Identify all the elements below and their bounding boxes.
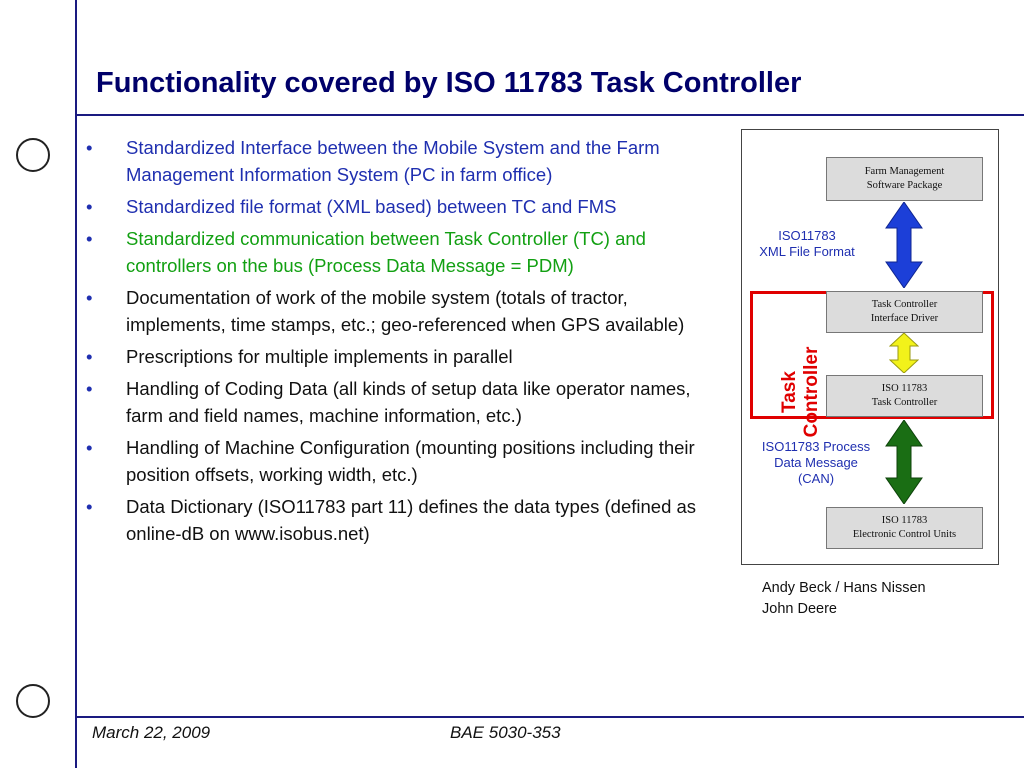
xml-file-format-label: ISO11783 XML File Format: [748, 228, 866, 260]
bullet-item: • Prescriptions for multiple implements i…: [86, 343, 716, 370]
label-line: Task: [779, 371, 800, 413]
bullet-dot-icon: •: [86, 228, 93, 249]
farm-management-box: Farm Management Software Package: [826, 157, 983, 201]
process-data-message-label: ISO11783 Process Data Message (CAN): [746, 439, 886, 487]
bullet-text: Standardized communication between Task …: [126, 228, 646, 276]
task-controller-label: Task Controller: [779, 337, 823, 447]
label-line: Data Message: [774, 455, 858, 470]
label-line: ISO11783 Process: [761, 439, 871, 454]
bullet-item: • Standardized communication between Task…: [86, 225, 716, 279]
bullet-item: • Standardized Interface between the Mobi…: [86, 134, 716, 188]
bullet-text: Handling of Coding Data (all kinds of se…: [126, 378, 691, 426]
bullet-text: Standardized file format (XML based) bet…: [126, 196, 617, 217]
label-line: Controller: [801, 346, 822, 438]
bullet-dot-icon: •: [86, 496, 93, 517]
bullet-item: • Documentation of work of the mobile sys…: [86, 284, 716, 338]
box-line: Interface Driver: [870, 313, 939, 324]
bullet-dot-icon: •: [86, 287, 93, 308]
box-line: ISO 11783: [881, 383, 928, 394]
decorative-circle-bottom: [16, 684, 50, 718]
image-credits: Andy Beck / Hans Nissen John Deere: [762, 578, 926, 620]
bullet-list: • Standardized Interface between the Mobi…: [86, 134, 716, 552]
tc-interface-driver-box: Task Controller Interface Driver: [826, 291, 983, 333]
box-line: ISO 11783: [881, 515, 928, 526]
xml-double-arrow-icon: [885, 202, 923, 288]
bullet-dot-icon: •: [86, 378, 93, 399]
bullet-item: • Standardized file format (XML based) be…: [86, 193, 716, 220]
title-underline: [75, 114, 1024, 116]
driver-double-arrow-icon: [889, 333, 919, 373]
footer-course: BAE 5030-353: [450, 723, 561, 742]
bullet-item: • Handling of Coding Data (all kinds of s…: [86, 375, 716, 429]
iso-task-controller-box: ISO 11783 Task Controller: [826, 375, 983, 417]
footer-date: March 22, 2009: [92, 723, 211, 742]
bullet-text: Standardized Interface between the Mobil…: [126, 137, 660, 185]
can-double-arrow-icon: [885, 420, 923, 504]
label-line: ISO11783: [778, 228, 836, 243]
footer-rule: [75, 716, 1024, 718]
credit-line: John Deere: [762, 601, 837, 617]
label-line: XML File Format: [759, 244, 855, 259]
label-line: (CAN): [797, 471, 835, 486]
box-line: Electronic Control Units: [852, 529, 957, 540]
architecture-diagram: Farm Management Software Package ISO1178…: [741, 129, 999, 565]
bullet-dot-icon: •: [86, 137, 93, 158]
bullet-dot-icon: •: [86, 196, 93, 217]
bullet-text: Prescriptions for multiple implements in…: [126, 346, 513, 367]
bullet-dot-icon: •: [86, 346, 93, 367]
bullet-text: Data Dictionary (ISO11783 part 11) defin…: [126, 496, 697, 544]
page-title: Functionality covered by ISO 11783 Task …: [96, 67, 802, 99]
electronic-control-units-box: ISO 11783 Electronic Control Units: [826, 507, 983, 549]
box-line: Farm Management: [864, 166, 945, 177]
decorative-circle-top: [16, 138, 50, 172]
box-line: Task Controller: [871, 299, 938, 310]
bullet-item: • Data Dictionary (ISO11783 part 11) defi…: [86, 493, 716, 547]
left-vertical-rule: [75, 0, 77, 768]
bullet-text: Handling of Machine Configuration (mount…: [126, 437, 695, 485]
bullet-dot-icon: •: [86, 437, 93, 458]
bullet-item: • Handling of Machine Configuration (moun…: [86, 434, 716, 488]
box-line: Software Package: [866, 180, 943, 191]
credit-line: Andy Beck / Hans Nissen: [762, 580, 926, 596]
bullet-text: Documentation of work of the mobile syst…: [126, 287, 685, 335]
box-line: Task Controller: [871, 397, 938, 408]
